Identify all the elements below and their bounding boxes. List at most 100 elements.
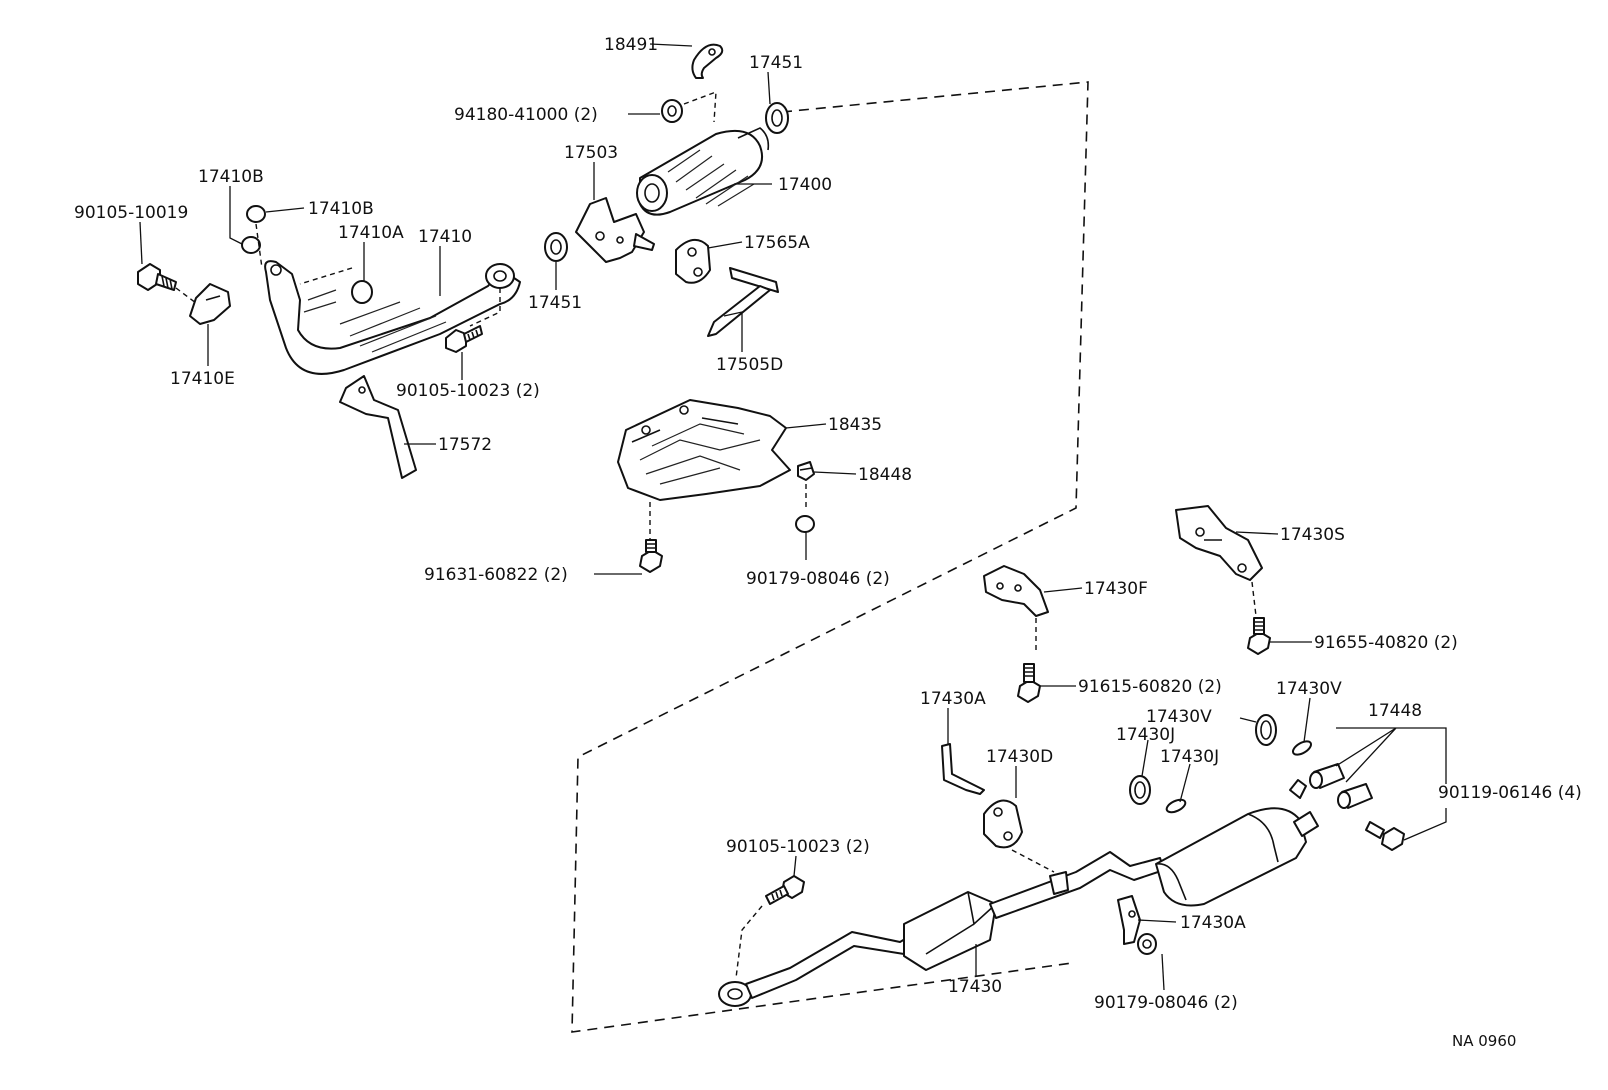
- leader-17430V-a: [1239, 717, 1257, 723]
- part-17565A-hanger[interactable]: [675, 239, 711, 284]
- hanger-D-dash: [1011, 849, 1055, 873]
- label-17410E: 17410E: [170, 369, 235, 389]
- part-90179-nut-top[interactable]: [795, 515, 815, 533]
- part-17503-bracket[interactable]: [575, 197, 655, 263]
- leader-17430J-a: [1141, 739, 1149, 777]
- part-91631-bolt[interactable]: [639, 539, 663, 573]
- label-90119: 90119-06146 (4): [1438, 783, 1582, 803]
- leader-17451-top: [767, 71, 771, 105]
- leader-17430J-b: [1179, 763, 1191, 803]
- label-90105-10023-bot: 90105-10023 (2): [726, 837, 870, 857]
- label-18448: 18448: [858, 465, 912, 485]
- leader-18448: [813, 471, 857, 475]
- bracket-S-bolt-dash: [1251, 581, 1257, 617]
- leader-90105-10019: [139, 221, 143, 265]
- part-17430F-bracket[interactable]: [983, 565, 1049, 617]
- label-94180: 94180-41000 (2): [454, 105, 598, 125]
- part-17430D-hanger[interactable]: [983, 799, 1023, 849]
- nut-17410A-dash: [299, 267, 353, 285]
- label-17430J-b: 17430J: [1160, 747, 1219, 767]
- label-17565A: 17565A: [744, 233, 810, 253]
- part-90105-10023-bolt-bottom[interactable]: [765, 875, 805, 905]
- label-17451-mid: 17451: [528, 293, 582, 313]
- label-17430A-bot: 17430A: [1180, 913, 1246, 933]
- part-17410A-nut[interactable]: [351, 280, 373, 304]
- part-17430-exhaust-pipe-muffler[interactable]: [718, 779, 1319, 1007]
- part-17410B-gasket-upper[interactable]: [246, 205, 266, 223]
- label-17451-top: 17451: [749, 53, 803, 73]
- label-17430F: 17430F: [1084, 579, 1148, 599]
- label-17503: 17503: [564, 143, 618, 163]
- part-18448-clip[interactable]: [797, 461, 815, 481]
- label-17430D: 17430D: [986, 747, 1053, 767]
- label-91615: 91615-60820 (2): [1078, 677, 1222, 697]
- label-17410B-b: 17410B: [308, 199, 374, 219]
- label-17572: 17572: [438, 435, 492, 455]
- label-17448: 17448: [1368, 701, 1422, 721]
- label-17430V-a: 17430V: [1146, 707, 1212, 727]
- part-17430J-gasket-b[interactable]: [1165, 797, 1187, 815]
- label-17430A-top: 17430A: [920, 689, 986, 709]
- label-90179-top: 90179-08046 (2): [746, 569, 890, 589]
- nut-alignment-dash: [683, 90, 717, 123]
- label-17410A: 17410A: [338, 223, 404, 243]
- part-17448-tail-tips[interactable]: [1309, 763, 1373, 809]
- part-17430V-gasket-b[interactable]: [1291, 739, 1313, 758]
- label-17430J-a: 17430J: [1116, 725, 1175, 745]
- bolt-bottom-dash: [735, 905, 763, 979]
- label-90105-10023-top: 90105-10023 (2): [396, 381, 540, 401]
- label-90179-bot: 90179-08046 (2): [1094, 993, 1238, 1013]
- part-94180-nut[interactable]: [661, 99, 683, 123]
- label-17410B-a: 17410B: [198, 167, 264, 187]
- part-18491-clamp[interactable]: [691, 43, 724, 79]
- part-17430A-hanger-bottom[interactable]: [1117, 895, 1141, 945]
- leader-18491: [649, 43, 693, 47]
- label-18491: 18491: [604, 35, 658, 55]
- part-90105-10023-bolt-top[interactable]: [445, 325, 483, 353]
- label-17430V-b: 17430V: [1276, 679, 1342, 699]
- leader-17430F: [1043, 587, 1083, 593]
- part-17410-front-pipe[interactable]: [264, 260, 521, 375]
- part-90179-nut-bottom[interactable]: [1137, 933, 1157, 955]
- label-17430S: 17430S: [1280, 525, 1345, 545]
- part-18435-heat-insulator[interactable]: [617, 399, 791, 501]
- label-17505D: 17505D: [716, 355, 783, 375]
- part-17410E-bracket[interactable]: [189, 283, 231, 325]
- part-17400-catalytic-converter[interactable]: [636, 127, 770, 216]
- leader-17430V-b: [1303, 697, 1311, 743]
- part-17430A-hanger-top[interactable]: [941, 743, 985, 795]
- leader-17430S: [1235, 531, 1279, 535]
- leader-17448: [1335, 727, 1447, 784]
- flange-bolt-dash: [469, 288, 501, 327]
- part-90105-10019-bolt[interactable]: [137, 263, 177, 291]
- leader-90119: [1403, 808, 1447, 841]
- part-17430J-gasket-a[interactable]: [1129, 775, 1151, 805]
- part-17505D-support[interactable]: [707, 267, 779, 337]
- part-90119-bolt[interactable]: [1365, 821, 1405, 851]
- leader-90179-bot: [1161, 953, 1165, 991]
- part-17430S-bracket[interactable]: [1175, 505, 1263, 581]
- part-91655-bolt[interactable]: [1247, 617, 1271, 655]
- label-17410: 17410: [418, 227, 472, 247]
- leader-18435: [785, 423, 827, 429]
- diagram-reference-code: NA 0960: [1452, 1032, 1516, 1050]
- part-17451-gasket-top[interactable]: [765, 102, 789, 134]
- assembly-group-dashed-outline: [571, 81, 1089, 1033]
- part-17451-gasket-mid[interactable]: [544, 232, 568, 262]
- label-91631: 91631-60822 (2): [424, 565, 568, 585]
- leader-17430A-bot: [1137, 919, 1177, 923]
- label-17430: 17430: [948, 977, 1002, 997]
- label-17400: 17400: [778, 175, 832, 195]
- part-91615-bolt[interactable]: [1017, 663, 1041, 703]
- label-91655: 91655-40820 (2): [1314, 633, 1458, 653]
- part-17410B-gasket-lower[interactable]: [241, 236, 261, 254]
- gasket-alignment-dash: [255, 223, 263, 269]
- label-90105-10019: 90105-10019: [74, 203, 188, 223]
- leader-17410B-a: [229, 186, 243, 245]
- leader-90105-10023-bot: [793, 855, 797, 877]
- part-17430V-gasket-a[interactable]: [1255, 714, 1277, 746]
- leader-17505D: [723, 311, 743, 352]
- leader-17410B-b: [265, 207, 305, 213]
- part-17572-bracket[interactable]: [339, 375, 417, 479]
